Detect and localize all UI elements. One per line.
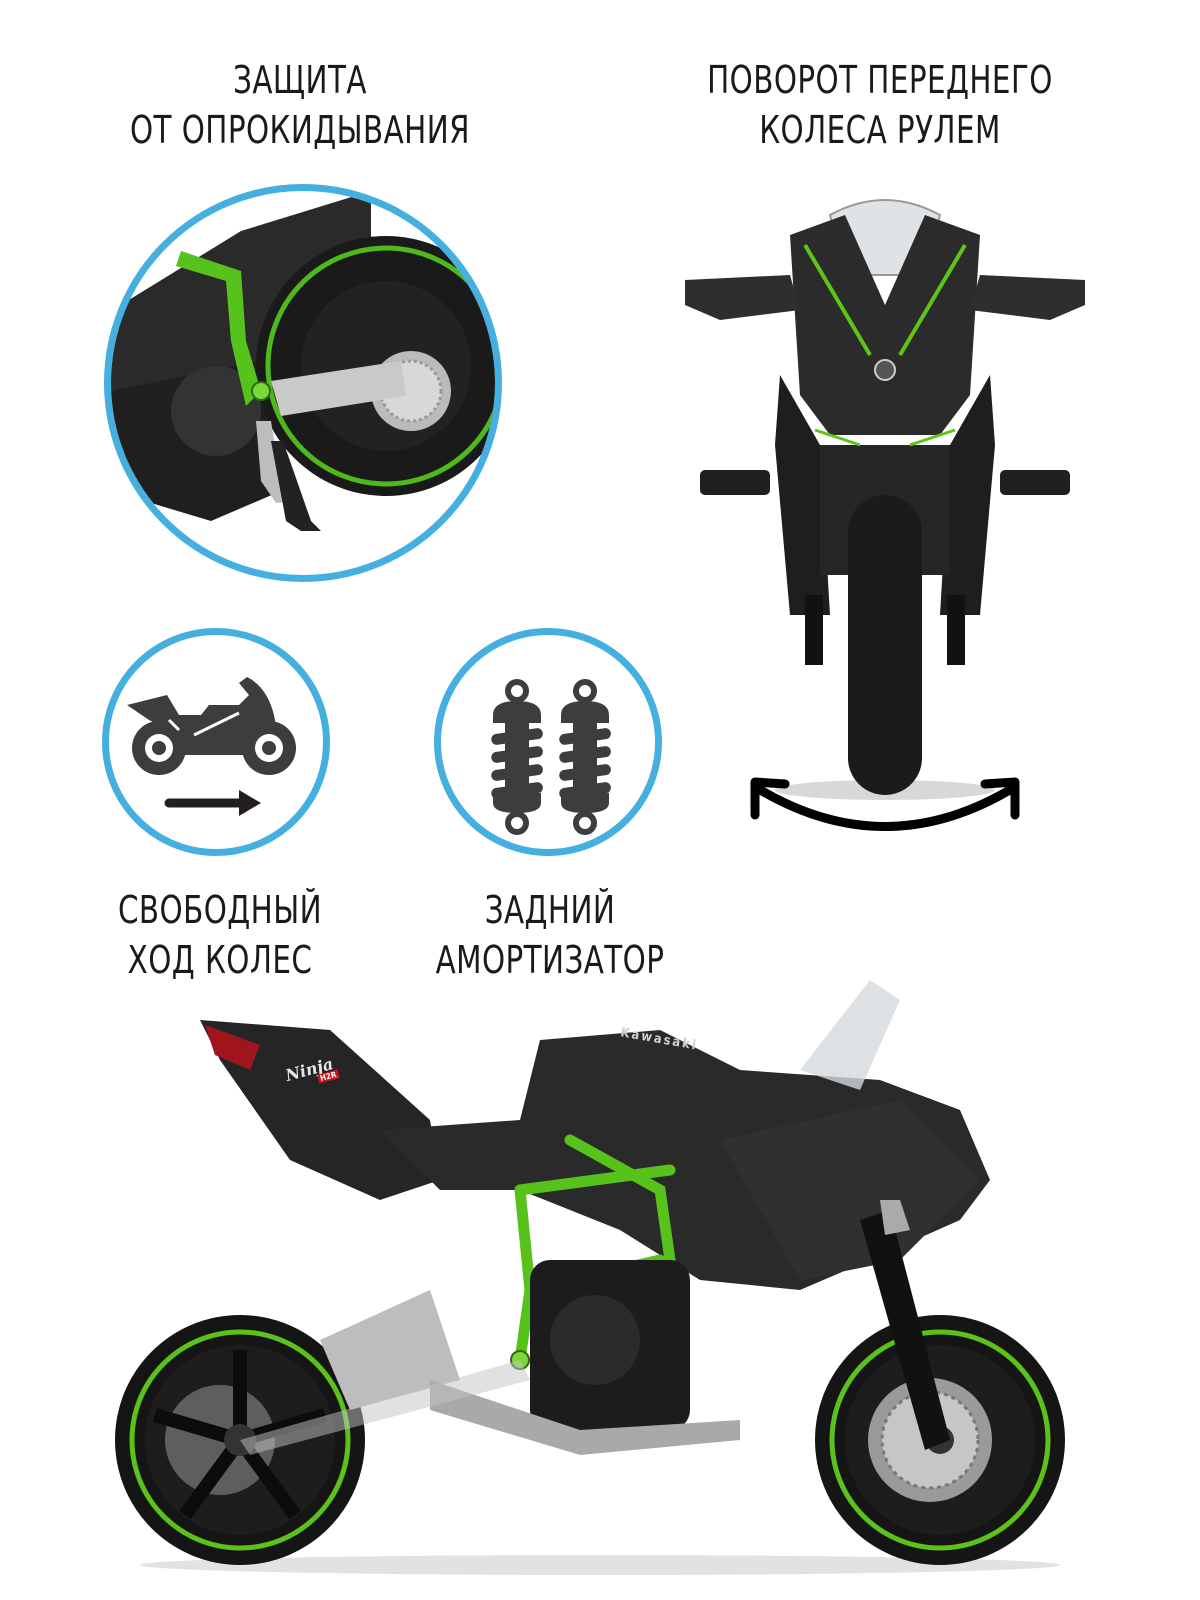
motorcycle-side-icon — [115, 980, 1065, 1575]
caption-line: ХОД КОЛЕС — [127, 938, 313, 982]
front-view-photo — [680, 195, 1090, 805]
caption-anti-tip: ЗАЩИТА ОТ ОПРОКИДЫВАНИЯ — [94, 55, 507, 155]
motorcycle-arrow-icon — [127, 677, 296, 816]
caption-line: ОТ ОПРОКИДЫВАНИЯ — [129, 108, 471, 152]
shock-absorber-icon — [491, 679, 611, 835]
caption-line: КОЛЕСА РУЛЕМ — [759, 108, 1001, 152]
anti-tip-photo — [104, 184, 502, 582]
caption-line: ПОВОРОТ ПЕРЕДНЕГО — [707, 58, 1053, 102]
caption-free-wheel: СВОБОДНЫЙ ХОД КОЛЕС — [91, 885, 349, 985]
rear-shock-badge — [434, 628, 662, 856]
caption-line: СВОБОДНЫЙ — [117, 888, 323, 932]
kickstand-photo-icon — [111, 191, 495, 531]
motorcycle-front-icon — [685, 199, 1085, 800]
free-wheel-badge — [102, 628, 330, 856]
caption-line: АМОРТИЗАТОР — [435, 938, 665, 982]
caption-steering: ПОВОРОТ ПЕРЕДНЕГО КОЛЕСА РУЛЕМ — [665, 55, 1095, 155]
caption-line: ЗАДНИЙ — [484, 888, 616, 932]
motorcycle-side-photo: Kawasaki Ninja H2R — [100, 960, 1100, 1580]
steering-arrow-icon — [750, 777, 1020, 831]
caption-line: ЗАЩИТА — [233, 58, 367, 102]
caption-rear-shock: ЗАДНИЙ АМОРТИЗАТОР — [412, 885, 687, 985]
